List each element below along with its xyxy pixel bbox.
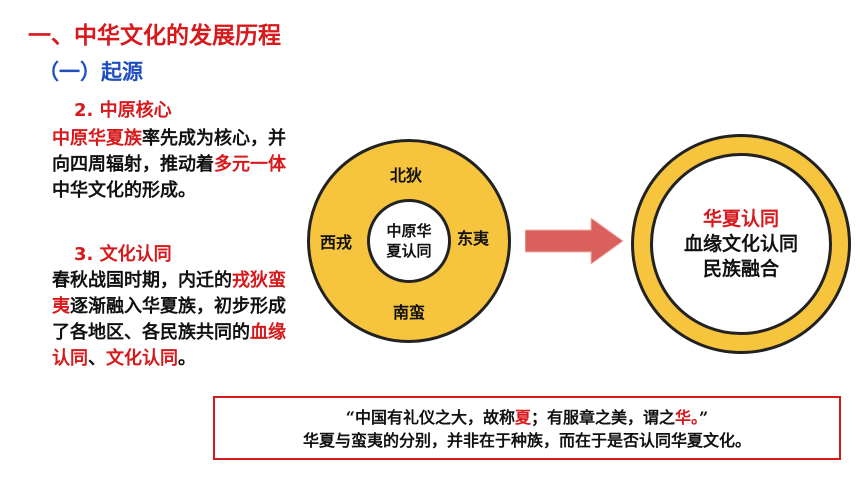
identity-line3: 民族融合 (702, 257, 779, 280)
section-3-title: 3. 文化认同 (74, 244, 172, 265)
label-west: 西戎 (320, 233, 353, 252)
body-text: ；有服章之美，谓之 (531, 408, 676, 427)
center-label-line1: 中原华 (386, 222, 432, 240)
section-subtitle: （一）起源 (38, 60, 143, 84)
section-2-title: 2. 中原核心 (74, 100, 172, 121)
identity-line2: 血缘文化认同 (683, 232, 798, 255)
section-3-paragraph: 春秋战国时期，内迁的戎狄蛮夷逐渐融入华夏族，初步形成了各地区、各民族共同的血缘认… (52, 268, 292, 372)
quote-box: “中国有礼仪之大，故称夏；有服章之美，谓之华。” 华夏与蛮夷的分别，并非在于种族… (213, 396, 841, 460)
body-text: ” (699, 408, 709, 427)
highlight-text: 戎狄蛮夷 (52, 270, 286, 317)
right-arrow-icon (525, 218, 624, 264)
body-text: 。 (178, 348, 196, 369)
label-north: 北狄 (390, 166, 423, 185)
highlight-text: 多元一体 (214, 154, 286, 175)
body-text: 、 (88, 348, 106, 369)
label-south: 南蛮 (393, 303, 426, 322)
identity-center-circle: 华夏认同 血缘文化认同 民族融合 (650, 153, 832, 335)
body-text: 逐渐融入华夏族，初步形成了各地区、各民族共同的 (52, 296, 286, 343)
section-2-paragraph: 中原华夏族率先成为核心，并向四周辐射，推动着多元一体中华文化的形成。 (52, 126, 292, 204)
quote-line1: “中国有礼仪之大，故称夏；有服章之美，谓之华。” (215, 406, 839, 429)
highlight-text: 夏 (514, 408, 531, 427)
highlight-text: 文化认同 (106, 348, 178, 369)
body-text: 春秋战国时期，内迁的 (52, 270, 232, 291)
page-title: 一、中华文化的发展历程 (28, 23, 281, 49)
label-east: 东夷 (457, 229, 490, 248)
body-text: 率先成为核心，并向四周辐射，推动着 (52, 128, 286, 175)
center-label-line2: 夏认同 (386, 242, 432, 260)
highlight-text: 中原华夏族 (52, 128, 142, 149)
origin-center-circle: 中原华 夏认同 (367, 199, 451, 283)
body-text: 中华文化的形成。 (52, 180, 196, 201)
highlight-text: 血缘认同 (52, 322, 286, 369)
quote-line2: 华夏与蛮夷的分别，并非在于种族，而在于是否认同华夏文化。 (302, 431, 751, 450)
body-text: “中国有礼仪之大，故称 (345, 408, 515, 427)
identity-line1: 华夏认同 (702, 207, 779, 230)
highlight-text: 华。 (675, 408, 700, 427)
